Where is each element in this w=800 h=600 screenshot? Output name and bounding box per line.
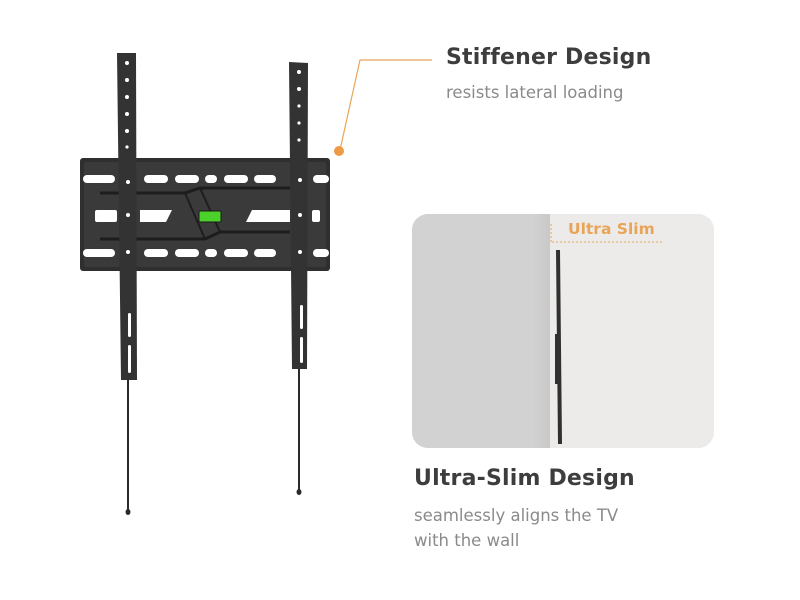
left-vertical-arm — [117, 53, 137, 515]
ultra-slim-subtitle-line2: with the wall — [414, 531, 520, 550]
tv-mount-bracket-image — [80, 53, 330, 515]
ultra-slim-design-title: Ultra-Slim Design — [414, 466, 635, 491]
wall-face — [550, 214, 714, 448]
bubble-level-icon — [198, 210, 222, 223]
ultra-slim-side-view-panel — [412, 214, 714, 448]
stiffener-design-subtitle: resists lateral loading — [446, 83, 624, 102]
ultra-slim-subtitle-line1: seamlessly aligns the TV — [414, 506, 619, 525]
ultra-slim-callout-label: Ultra Slim — [568, 220, 655, 238]
stiffener-design-title: Stiffener Design — [446, 45, 652, 70]
right-vertical-arm — [289, 62, 308, 495]
ultra-slim-design-subtitle: seamlessly aligns the TV with the wall — [414, 503, 618, 553]
mount-profile-image — [550, 224, 662, 444]
wall-side — [412, 214, 550, 448]
